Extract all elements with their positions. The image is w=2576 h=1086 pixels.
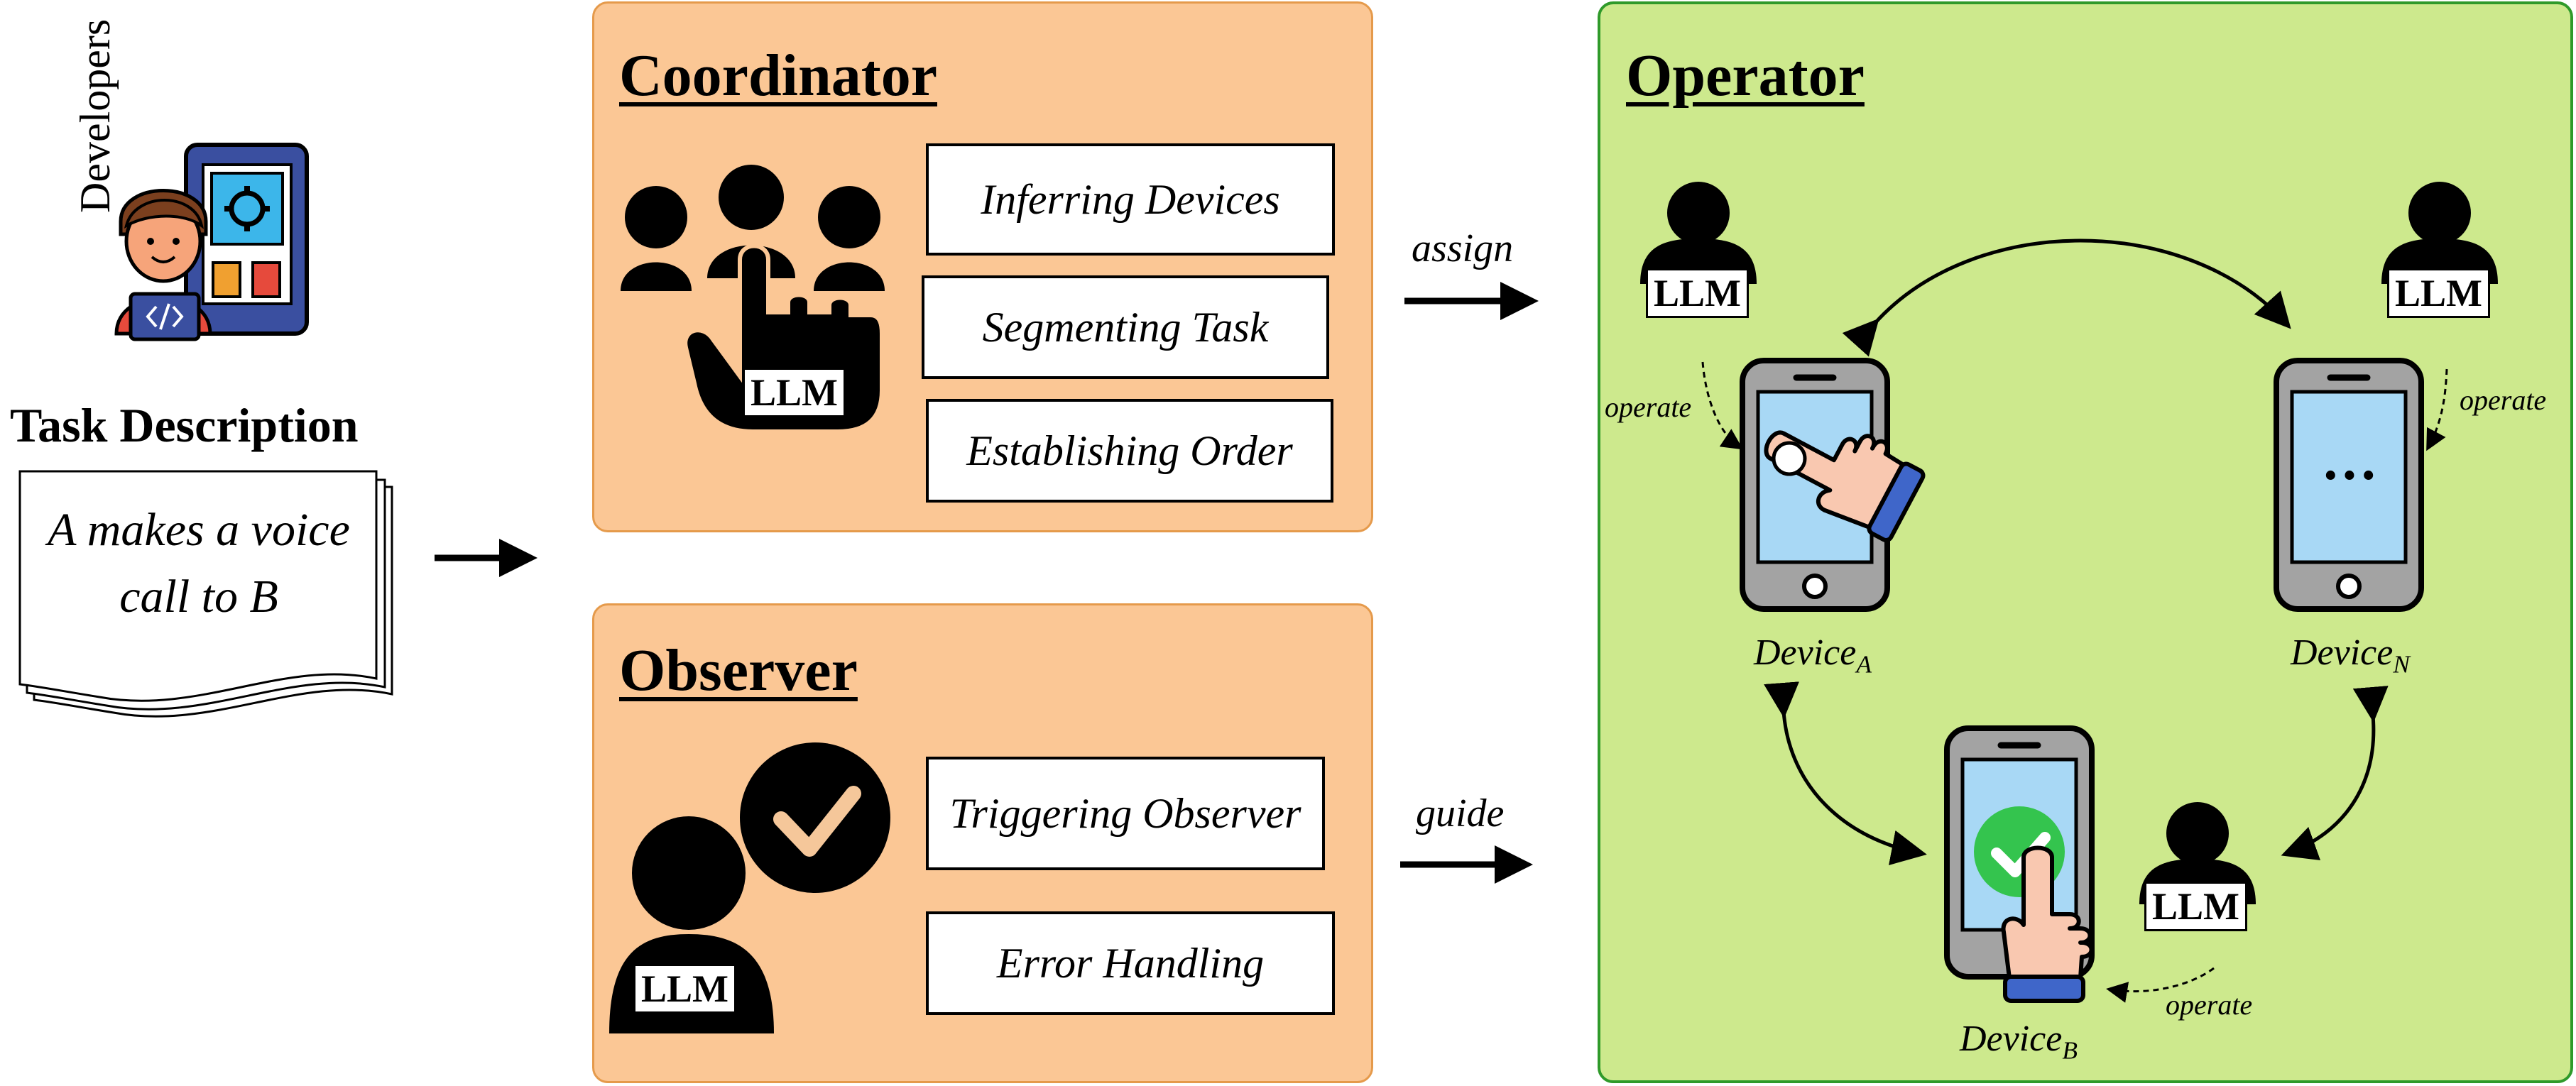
- coordinator-title: Coordinator: [619, 43, 937, 109]
- device-b-label: DeviceB: [1960, 1019, 2078, 1065]
- touch-point-icon: [1772, 441, 1807, 476]
- phone-icon-n: [2274, 358, 2424, 612]
- operate-arrow-a: [1701, 361, 1743, 450]
- coordinator-item-segmenting-task: Segmenting Task: [922, 275, 1329, 379]
- guide-label: guide: [1416, 791, 1505, 835]
- coordinator-item-establishing-order: Establishing Order: [926, 399, 1333, 503]
- task-paper: [18, 470, 393, 718]
- observer-llm-label: LLM: [633, 964, 737, 1014]
- link-n-b: [2281, 686, 2389, 860]
- task-description-text: A makes a voice call to B: [48, 504, 350, 622]
- operate-arrow-n: [2426, 368, 2448, 451]
- device-a-label: DeviceA: [1754, 632, 1872, 679]
- operator-llm-label-n: LLM: [2387, 268, 2491, 318]
- task-description-heading: Task Description: [10, 398, 359, 452]
- operator-llm-label-b: LLM: [2144, 882, 2248, 931]
- operator-title: Operator: [1626, 43, 1865, 109]
- link-a-n: [1842, 238, 2291, 357]
- observer-item-error-handling: Error Handling: [926, 911, 1335, 1015]
- operate-arrow-b: [2106, 967, 2215, 1003]
- operate-label-n: operate: [2460, 384, 2547, 416]
- coordinator-item-inferring-devices: Inferring Devices: [926, 143, 1335, 256]
- coordinator-llm-label: LLM: [743, 368, 846, 417]
- observer-item-triggering-observer: Triggering Observer: [926, 757, 1325, 870]
- phone-dots: ···: [2320, 444, 2379, 507]
- link-a-b: [1764, 681, 1927, 865]
- operate-label-b: operate: [2166, 989, 2253, 1021]
- device-n-label: DeviceN: [2291, 632, 2410, 679]
- assign-label: assign: [1412, 226, 1514, 270]
- developer-icon: [114, 143, 309, 341]
- operator-llm-label-a: LLM: [1646, 268, 1750, 318]
- observer-title: Observer: [619, 637, 858, 703]
- operate-label-a: operate: [1605, 391, 1692, 423]
